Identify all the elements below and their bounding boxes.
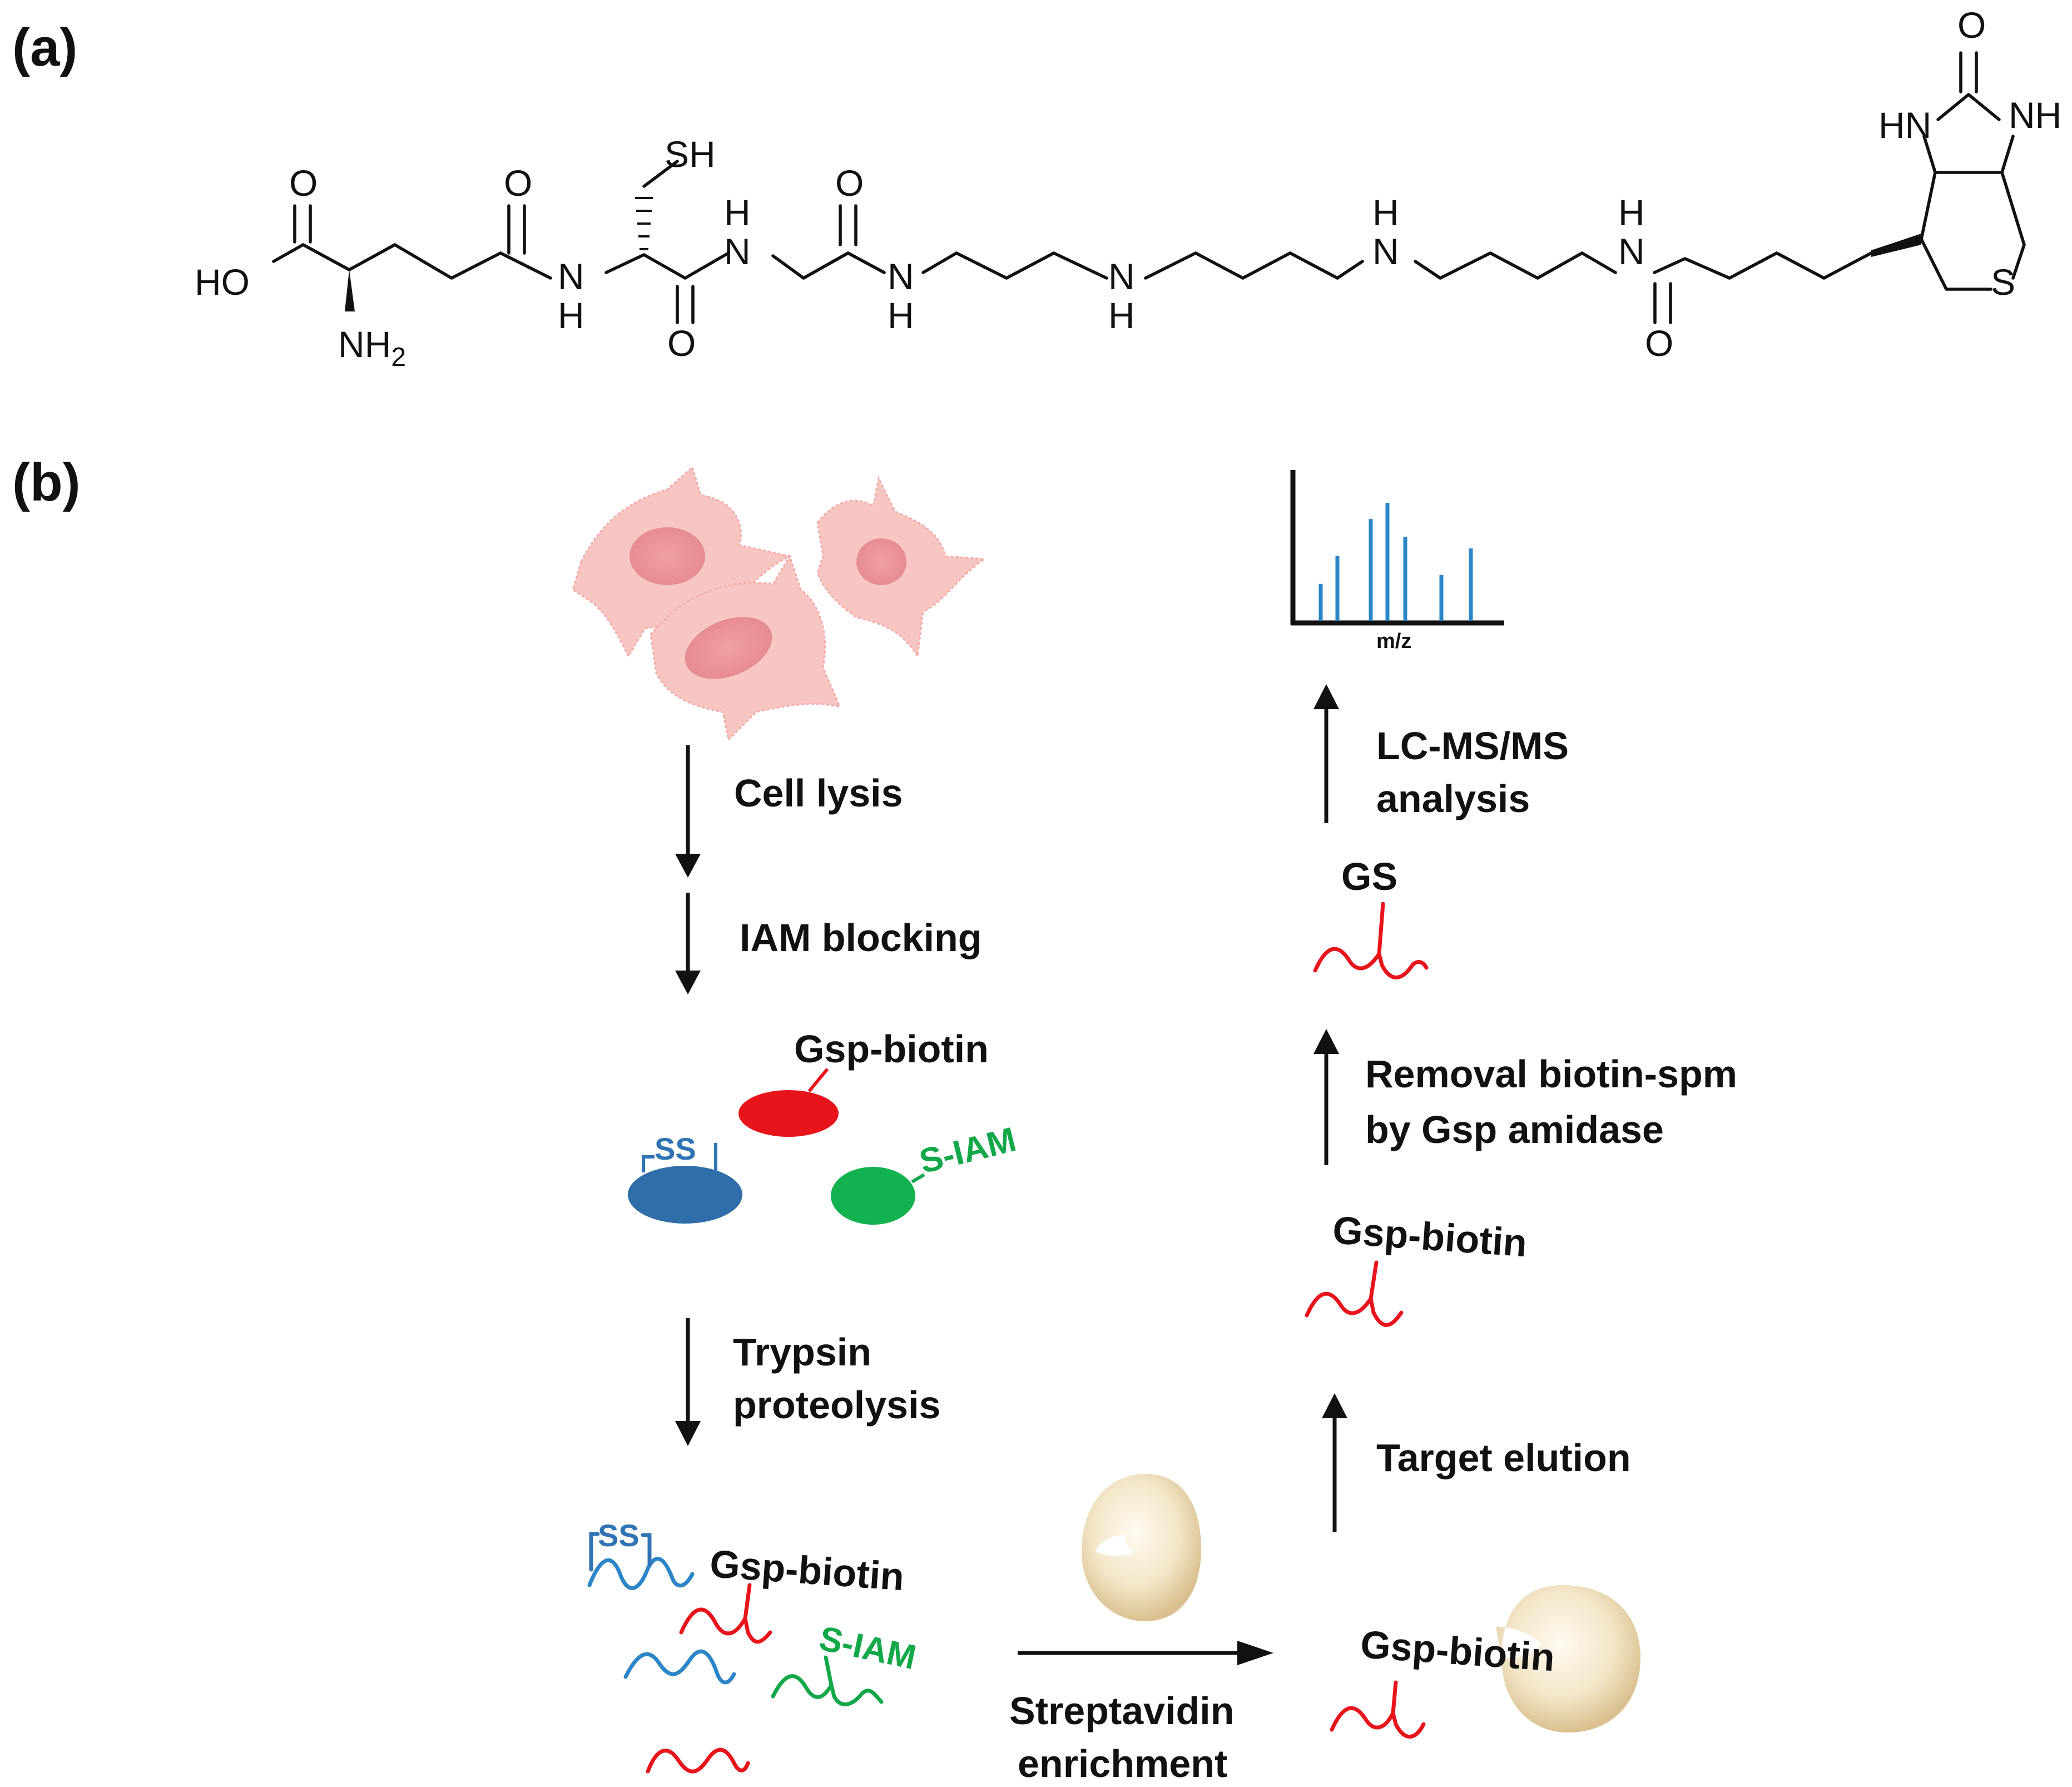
atom-o2: O <box>667 323 696 364</box>
atom-ho: HO <box>195 261 250 303</box>
peptide-s-iam <box>771 1674 884 1706</box>
step-lcms-line2: analysis <box>1376 777 1530 820</box>
atom-hn-left: HN <box>1878 105 1931 146</box>
peptide-ss <box>587 1557 695 1590</box>
step-removal-line2: by Gsp amidase <box>1365 1108 1664 1151</box>
atom-o4: O <box>1645 323 1673 364</box>
atom-s-ring: S <box>1991 261 2015 303</box>
mass-spectrum: m/z <box>1290 470 1504 653</box>
label-gsp-biotin-protein: Gsp-biotin <box>794 1027 989 1071</box>
step-iam-blocking: IAM blocking <box>740 916 982 959</box>
atom-nh-right: NH <box>2009 95 2061 136</box>
arrow-target-elution <box>1322 1393 1347 1532</box>
atom-o-acid: O <box>289 162 318 204</box>
step-streptavidin-line2: enrichment <box>1018 1742 1227 1785</box>
label-ss-protein: SS <box>655 1131 696 1166</box>
spectrum-xlabel: m/z <box>1376 630 1411 653</box>
atom-nh-f-h: H <box>1618 192 1645 233</box>
label-gsp-biotin-eluted: Gsp-biotin <box>1331 1208 1529 1265</box>
arrow-iam-blocking <box>675 893 701 994</box>
step-removal-line1: Removal biotin-spm <box>1365 1052 1737 1096</box>
atom-nh-a: N <box>558 256 584 297</box>
label-ss-peptide: SS <box>598 1518 640 1553</box>
atom-nh-f: N <box>1618 231 1645 272</box>
cells-illustration <box>572 466 987 742</box>
step-streptavidin-line1: Streptavidin <box>1009 1689 1235 1732</box>
protein-gsp-biotin <box>738 1090 839 1137</box>
label-gsp-biotin-peptide: Gsp-biotin <box>708 1542 906 1598</box>
peptide-blue <box>623 1649 736 1685</box>
atom-o-urea: O <box>1957 4 1986 46</box>
step-lcms-line1: LC-MS/MS <box>1376 724 1569 768</box>
protein-s-iam <box>831 1167 915 1225</box>
atom-nh-b: N <box>724 231 751 272</box>
atom-nh-d-h: H <box>1108 295 1135 336</box>
molecule-structure: HO O NH2 O N H SH O N H O N H N H N H N … <box>195 4 2061 372</box>
peptide-gs <box>1313 902 1429 979</box>
arrow-removal <box>1313 1029 1339 1165</box>
atom-sh: SH <box>665 133 716 175</box>
arrow-trypsin <box>675 1318 701 1446</box>
atom-nh-b-h: H <box>724 192 751 233</box>
panel-label-a: (a) <box>12 18 77 77</box>
step-target-elution: Target elution <box>1376 1436 1631 1479</box>
peptides-digested <box>587 1532 884 1774</box>
label-s-iam-protein: S-IAM <box>916 1120 1020 1181</box>
arrow-lcms <box>1313 684 1339 823</box>
streptavidin-bead-bound <box>1496 1585 1640 1732</box>
atom-nh-d: N <box>1108 256 1135 297</box>
atom-o1: O <box>504 162 532 204</box>
atom-nh-a-h: H <box>558 295 584 336</box>
step-trypsin-line1: Trypsin <box>733 1330 871 1374</box>
atom-nh-c-h: H <box>888 295 914 336</box>
peptide-red <box>646 1748 750 1774</box>
peptide-gsp-bound <box>1330 1680 1426 1739</box>
atom-o3: O <box>835 162 864 204</box>
label-s-iam-peptide: S-IAM <box>816 1619 919 1677</box>
step-cell-lysis: Cell lysis <box>734 771 903 815</box>
step-trypsin-line2: proteolysis <box>733 1383 940 1427</box>
label-gs-peptide: GS <box>1341 855 1397 898</box>
spectrum-peaks <box>1318 503 1473 621</box>
atom-nh-e: N <box>1372 231 1399 272</box>
arrow-cell-lysis <box>675 745 701 878</box>
atom-nh2: NH2 <box>338 324 406 372</box>
protein-ss <box>628 1166 742 1224</box>
arrow-streptavidin <box>1018 1641 1273 1665</box>
proteins-labeled <box>628 1068 925 1225</box>
peptide-gsp-biotin <box>679 1607 772 1644</box>
panel-label-b: (b) <box>12 453 81 512</box>
streptavidin-bead-free <box>1082 1474 1201 1621</box>
peptide-gsp-eluted <box>1305 1260 1404 1327</box>
atom-nh-c: N <box>888 256 914 297</box>
atom-nh-e-h: H <box>1372 192 1399 233</box>
